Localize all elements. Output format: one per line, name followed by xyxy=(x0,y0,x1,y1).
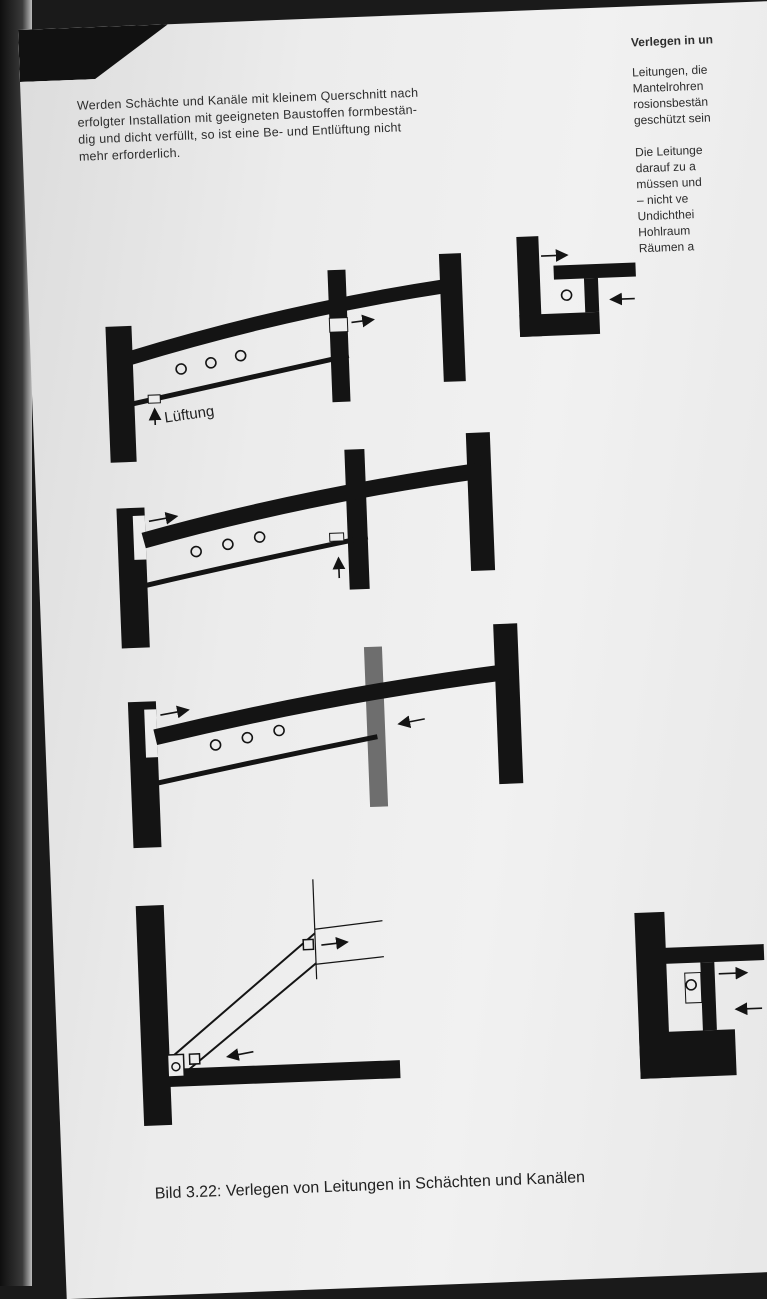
book-page: Werden Schächte und Kanäle mit kleinem Q… xyxy=(18,0,767,1299)
diagram-1-detail xyxy=(516,236,636,337)
ventilation-label: Lüftung xyxy=(163,403,215,427)
duct-diagram-figure: Lüftung xyxy=(105,236,765,1126)
diagram-4-detail xyxy=(634,911,765,1079)
diagram-4-diagonal-duct xyxy=(135,879,401,1126)
diagram-3-duct-through-wall xyxy=(127,623,524,849)
diagram-1-ventilated-duct: Lüftung xyxy=(105,253,466,463)
diagram-2-ventilated-duct xyxy=(116,432,496,649)
